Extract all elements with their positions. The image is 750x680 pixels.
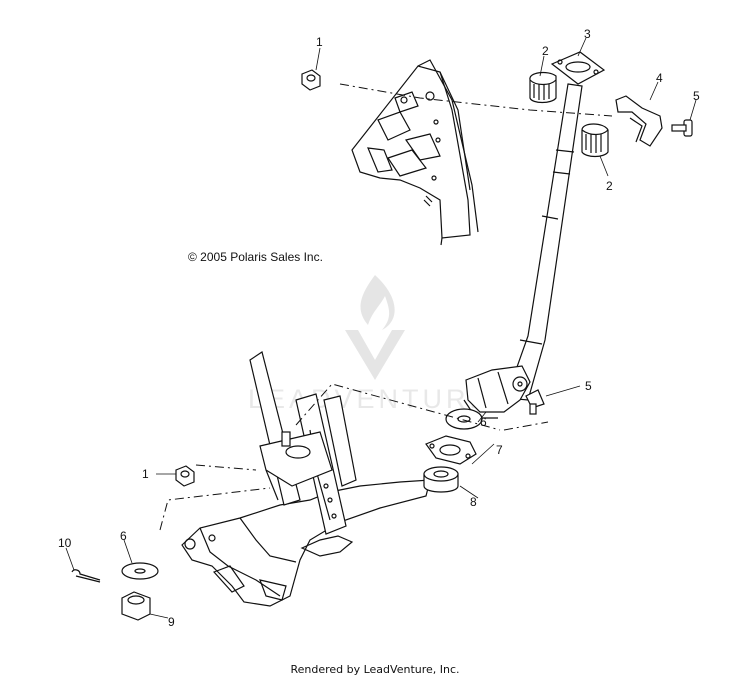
clamp-bracket bbox=[615, 95, 663, 147]
callout-3: 3 bbox=[584, 27, 591, 41]
steering-shaft bbox=[463, 51, 606, 419]
callout-10: 10 bbox=[58, 536, 72, 550]
callout-9: 9 bbox=[168, 615, 175, 629]
watermark-logo: LEADVENTURE bbox=[248, 275, 492, 414]
nut-upper bbox=[301, 69, 321, 91]
callout-6-right: 6 bbox=[480, 415, 487, 429]
cotter-pin bbox=[71, 569, 101, 583]
callout-2-lower: 2 bbox=[606, 179, 613, 193]
gasket bbox=[425, 435, 477, 465]
watermark-text: LEADVENTURE bbox=[248, 384, 492, 414]
callout-5-upper: 5 bbox=[693, 89, 700, 103]
castle-nut bbox=[121, 591, 151, 621]
callout-2-upper: 2 bbox=[542, 44, 549, 58]
bushing-upper bbox=[529, 71, 557, 104]
copyright-text: © 2005 Polaris Sales Inc. bbox=[188, 250, 323, 264]
callout-8: 8 bbox=[470, 495, 477, 509]
washer-right bbox=[445, 408, 483, 430]
assembly-lines bbox=[159, 83, 613, 531]
bushing-lower bbox=[581, 123, 609, 158]
upper-frame-bracket bbox=[351, 59, 479, 246]
callouts: 1 2 3 4 5 2 1 5 6 7 8 6 10 9 bbox=[58, 27, 700, 629]
callout-7: 7 bbox=[496, 443, 503, 457]
bolt-upper bbox=[671, 119, 693, 137]
lower-frame bbox=[181, 351, 431, 607]
callout-1-lower: 1 bbox=[142, 467, 149, 481]
bolt-lower bbox=[525, 389, 545, 415]
washer-left bbox=[121, 562, 159, 580]
leader-lines bbox=[65, 37, 697, 619]
nut-lower bbox=[175, 465, 195, 487]
callout-6-left: 6 bbox=[120, 529, 127, 543]
spacer bbox=[423, 466, 459, 493]
callout-1-upper: 1 bbox=[316, 35, 323, 49]
callout-5-lower: 5 bbox=[585, 379, 592, 393]
callout-4: 4 bbox=[656, 71, 663, 85]
footer-text: Rendered by LeadVenture, Inc. bbox=[290, 663, 460, 676]
